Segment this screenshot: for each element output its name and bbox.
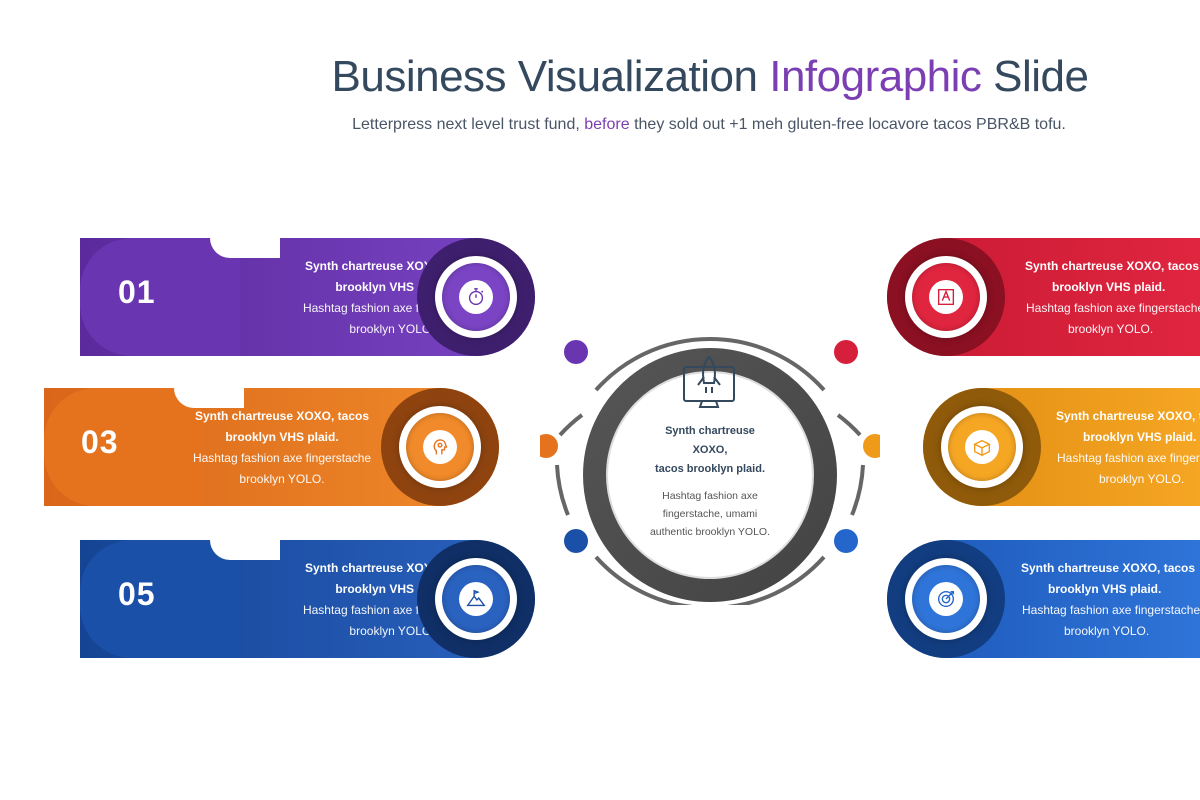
rocket-monitor-icon	[683, 355, 735, 408]
page-subtitle: Letterpress next level trust fund, befor…	[0, 116, 1200, 134]
card-right-3-line-2: brooklyn YOLO.	[1064, 624, 1150, 638]
card-01: 01 Synth chartreuse XOXO, tacos brooklyn…	[80, 238, 535, 356]
card-right-1-text: Synth chartreuse XOXO, tacos brooklyn VH…	[1015, 256, 1200, 340]
outer-ring-right	[850, 464, 865, 516]
card-right-3-line-1: Hashtag fashion axe fingerstache	[1022, 603, 1200, 617]
card-03: 03 Synth chartreuse XOXO, tacos brooklyn…	[44, 388, 499, 506]
card-05-line-2: brooklyn YOLO.	[349, 624, 435, 638]
card-right-2: Synth chartreuse XOXO, tacos brooklyn VH…	[923, 388, 1200, 506]
card-right-1-line-1: Hashtag fashion axe fingerstache	[1026, 301, 1200, 315]
card-01-tab	[80, 238, 240, 356]
card-right-2-bold-2: brooklyn VHS plaid.	[1083, 430, 1197, 444]
card-03-ring	[381, 388, 499, 506]
card-03-line-2: brooklyn YOLO.	[239, 472, 325, 486]
dot-blue-right	[834, 529, 858, 553]
card-01-notch	[210, 238, 280, 258]
center-text: Synth chartreuse XOXO, tacos brooklyn pl…	[648, 422, 772, 541]
card-right-2-bold-1: Synth chartreuse XOXO, tacos	[1056, 409, 1200, 423]
subtitle-part-1: Letterpress next level trust fund,	[352, 116, 585, 133]
card-right-2-ring	[923, 388, 1041, 506]
card-right-2-text: Synth chartreuse XOXO, tacos brooklyn VH…	[1051, 406, 1200, 490]
card-right-2-line-1: Hashtag fashion axe fingerstache	[1057, 451, 1200, 465]
card-05-notch	[210, 540, 280, 560]
dot-purple	[564, 340, 588, 364]
page-title: Business Visualization Infographic Slide	[0, 52, 1200, 102]
outer-ring-left	[555, 464, 570, 516]
card-right-1-bold-2: brooklyn VHS plaid.	[1052, 280, 1166, 294]
subtitle-highlight: before	[584, 116, 630, 133]
dot-orange	[540, 434, 558, 458]
card-right-3-bold-1: Synth chartreuse XOXO, tacos	[1021, 561, 1196, 575]
card-01-ring	[417, 238, 535, 356]
card-right-1-line-2: brooklyn YOLO.	[1068, 322, 1154, 336]
center-line-1: Hashtag fashion axe	[662, 490, 758, 502]
card-05-ring	[417, 540, 535, 658]
head-gear-icon	[423, 430, 457, 464]
center-line-3: authentic brooklyn YOLO.	[649, 526, 771, 538]
card-right-2-line-2: brooklyn YOLO.	[1099, 472, 1185, 486]
card-right-1: Synth chartreuse XOXO, tacos brooklyn VH…	[887, 238, 1200, 356]
card-01-line-2: brooklyn YOLO.	[349, 322, 435, 336]
card-03-line-1: Hashtag fashion axe fingerstache	[192, 451, 372, 465]
title-part-2: Slide	[981, 52, 1089, 101]
card-right-3-ring	[887, 540, 1005, 658]
card-03-tab	[44, 388, 204, 506]
mountain-flag-icon	[459, 582, 493, 616]
outer-ring-upper-right	[836, 413, 862, 437]
subtitle-part-2: they sold out +1 meh gluten-free locavor…	[629, 116, 1066, 133]
card-05: 05 Synth chartreuse XOXO, tacos brooklyn…	[80, 540, 535, 658]
card-05-tab	[80, 540, 240, 658]
center-diagram	[540, 337, 880, 605]
dot-blue-left	[564, 529, 588, 553]
title-part-1: Business Visualization	[331, 52, 770, 101]
card-right-3: Synth chartreuse XOXO, tacos brooklyn VH…	[887, 540, 1200, 658]
center-bold-2: tacos brooklyn plaid.	[654, 463, 766, 475]
inner-shadow	[606, 371, 814, 579]
main-ring	[583, 348, 837, 602]
dot-red	[834, 340, 858, 364]
card-right-3-text: Synth chartreuse XOXO, tacos brooklyn VH…	[1015, 558, 1200, 642]
outer-ring-upper-left	[558, 413, 584, 437]
card-03-notch	[174, 388, 244, 408]
card-01-number: 01	[118, 274, 156, 310]
title-highlight: Infographic	[769, 52, 982, 101]
card-right-1-ring	[887, 238, 1005, 356]
target-icon	[929, 582, 963, 616]
card-03-bold-2: brooklyn VHS plaid.	[225, 430, 339, 444]
card-03-bold-1: Synth chartreuse XOXO, tacos	[194, 409, 370, 423]
card-right-3-bold-2: brooklyn VHS plaid.	[1048, 582, 1162, 596]
design-tool-icon	[929, 280, 963, 314]
outer-ring-top	[594, 337, 826, 392]
box-icon	[965, 430, 999, 464]
outer-ring-bottom	[594, 555, 826, 605]
card-05-number: 05	[118, 576, 156, 612]
center-bold-1: Synth chartreuse XOXO,	[665, 425, 755, 456]
card-right-1-bold-1: Synth chartreuse XOXO, tacos	[1025, 259, 1200, 273]
card-03-text-block: Synth chartreuse XOXO, tacos brooklyn VH…	[182, 406, 382, 490]
dot-yellow	[863, 434, 880, 458]
card-03-number: 03	[81, 424, 119, 460]
center-line-2: fingerstache, umami	[662, 508, 758, 520]
stopwatch-icon	[459, 280, 493, 314]
